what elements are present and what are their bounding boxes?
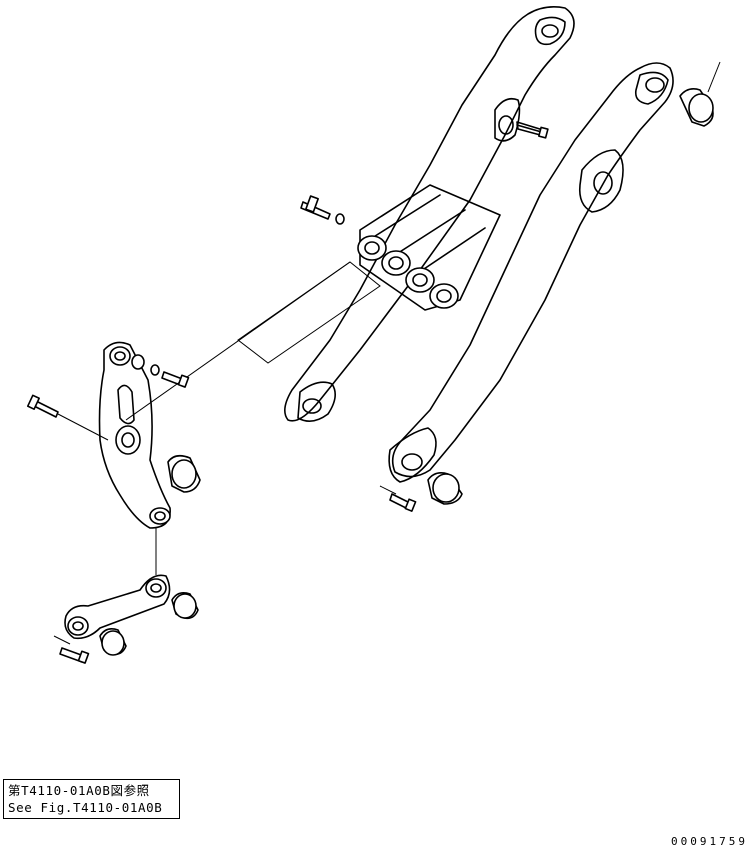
bushing-lower-link-lower: [99, 628, 127, 656]
reference-line-jp: 第T4110-01A0B図参照: [8, 783, 150, 798]
bolt-right-arm-lower: [379, 485, 417, 512]
bell-crank: [98, 341, 171, 529]
bolt-bell-crank-top: [150, 364, 190, 388]
lower-link: [64, 574, 171, 640]
bolt-cross-tube: [300, 195, 345, 225]
bushing-lower-link-upper: [171, 592, 199, 620]
reference-outline: [237, 261, 381, 364]
reference-line-en: See Fig.T4110-01A0B: [8, 800, 163, 815]
bolt-upper-arm: [516, 121, 549, 139]
drawing-number: 00091759: [671, 835, 748, 848]
cross-tube: [357, 184, 501, 311]
bushing-top-right: [679, 61, 721, 127]
lift-arm-right: [388, 62, 674, 483]
figure-reference-box: 第T4110-01A0B図参照 See Fig.T4110-01A0B: [3, 779, 180, 819]
lift-arm-left: [284, 6, 575, 422]
bolt-lower-link: [53, 635, 90, 664]
bushing-right-arm-lower: [427, 472, 463, 505]
bolt-bell-crank-side: [26, 394, 109, 441]
bushing-bell-crank: [167, 454, 201, 493]
